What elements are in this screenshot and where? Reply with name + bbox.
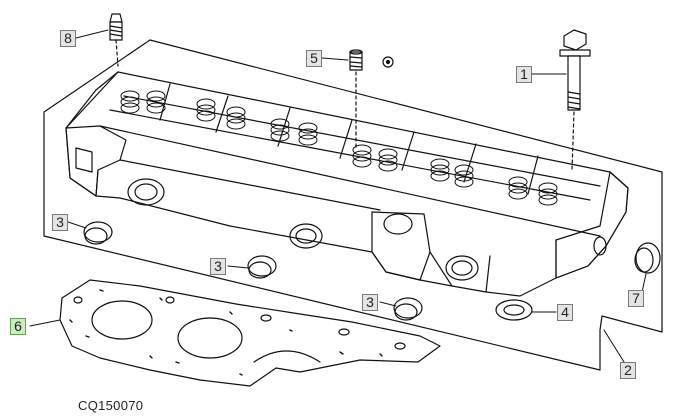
leader-lines [29, 29, 647, 363]
callout-1: 1 [516, 66, 532, 83]
plug-part-7 [634, 242, 661, 274]
valve-spring-group-5 [430, 158, 474, 188]
valve-spring-group-1 [120, 90, 166, 114]
valve-spring-group-3 [270, 118, 318, 146]
seal-part-4 [495, 299, 533, 321]
callout-7: 7 [628, 290, 644, 307]
callout-8: 8 [60, 30, 76, 47]
cylinder-head [65, 71, 629, 297]
callout-3-middle: 3 [210, 258, 226, 275]
head-gasket-part-6 [59, 279, 441, 387]
callout-2: 2 [620, 362, 636, 379]
callout-6: 6 [10, 318, 26, 335]
valve-spring-group-6 [508, 176, 558, 206]
cap-screw-part-1 [559, 29, 591, 171]
callout-3-left: 3 [52, 214, 68, 231]
parts-group-frame [43, 39, 663, 371]
callout-4: 4 [557, 304, 573, 321]
valve-springs [120, 90, 558, 206]
figure-caption: CQ150070 [78, 398, 144, 413]
expansion-plug-3c [393, 297, 423, 321]
valve-spring-group-2 [196, 98, 246, 130]
valve-spring-group-4 [352, 144, 398, 172]
stud-part-8 [109, 13, 123, 67]
callout-3-right: 3 [362, 294, 378, 311]
callout-5: 5 [306, 50, 322, 67]
expansion-plug-3b [247, 255, 277, 279]
expansion-plug-3a [83, 221, 113, 245]
plug-part-5 [349, 49, 394, 151]
